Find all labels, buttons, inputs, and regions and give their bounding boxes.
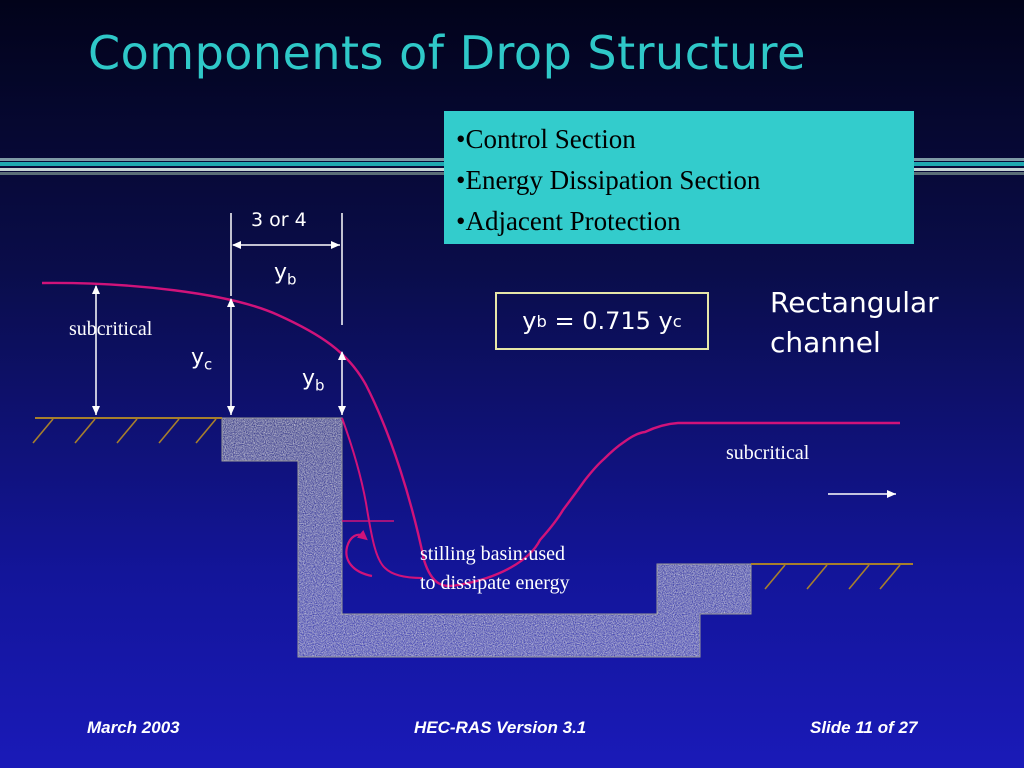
water-surface — [41, 281, 900, 588]
formula-lhs-main: y — [522, 307, 537, 335]
yc-main: y — [191, 345, 205, 370]
channel-type-line1: Rectangular — [770, 286, 939, 319]
formula-rhs-sub: c — [672, 311, 682, 331]
downstream-ground — [751, 563, 913, 590]
nappe-underside — [341, 417, 423, 579]
yc-sub: c — [204, 355, 213, 374]
recirculation-arrow — [342, 520, 394, 578]
stilling-basin-line1: stilling basin:used — [420, 543, 565, 565]
formula-rhs-main: y — [658, 307, 673, 335]
formula-equals: = 0.715 — [546, 307, 659, 335]
concrete-structure — [221, 417, 752, 658]
slide-title: Components of Drop Structure — [88, 26, 806, 80]
footer-center: HEC-RAS Version 3.1 — [414, 718, 587, 737]
stilling-basin-line2: to dissipate energy — [420, 572, 570, 594]
spacing-label: 3 or 4 — [251, 209, 307, 231]
dimension-lines — [92, 213, 896, 498]
channel-type-line2: channel — [770, 326, 881, 359]
stilling-basin-label: stilling basin:used to dissipate energy — [420, 540, 570, 598]
subcritical-downstream-label: subcritical — [726, 442, 810, 464]
subcritical-upstream-label: subcritical — [69, 318, 153, 340]
bullet-adjacent-protection: •Adjacent Protection — [456, 206, 681, 236]
upstream-water-profile — [41, 281, 426, 561]
yb-top-label: yb — [274, 260, 297, 288]
footer-date: March 2003 — [87, 718, 180, 737]
hydraulic-jump-profile — [422, 421, 900, 588]
formula-lhs-sub: b — [536, 311, 547, 331]
footer-slide-number: Slide 11 of 27 — [810, 718, 918, 737]
bullet-energy-dissipation: •Energy Dissipation Section — [456, 165, 761, 195]
yb-mid-main: y — [302, 366, 316, 391]
yb-top-sub: b — [287, 270, 297, 289]
yb-top-main: y — [274, 260, 288, 285]
yc-label: yc — [191, 345, 212, 373]
channel-type-label: Rectangular channel — [770, 283, 939, 363]
components-list: •Control Section •Energy Dissipation Sec… — [444, 111, 914, 244]
yb-mid-label: yb — [302, 366, 325, 394]
bullet-control-section: •Control Section — [456, 124, 636, 154]
upstream-ground — [32, 417, 222, 444]
yb-mid-sub: b — [315, 376, 325, 395]
